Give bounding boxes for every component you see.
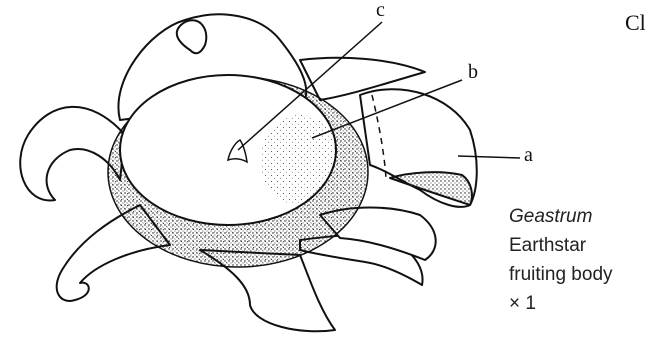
label-c: c: [376, 0, 385, 20]
label-b: b: [468, 62, 478, 82]
caption-structure: fruiting body: [509, 260, 613, 289]
label-a: a: [524, 145, 533, 165]
figure-caption: Geastrum Earthstar fruiting body × 1: [509, 202, 613, 318]
spore-sac-shade: [260, 115, 340, 205]
ray-right-inner: [390, 172, 472, 205]
caption-common-name: Earthstar: [509, 231, 613, 260]
caption-scale: × 1: [509, 289, 613, 318]
edge-fragment-text: Cl: [625, 12, 645, 34]
caption-genus: Geastrum: [509, 202, 613, 231]
